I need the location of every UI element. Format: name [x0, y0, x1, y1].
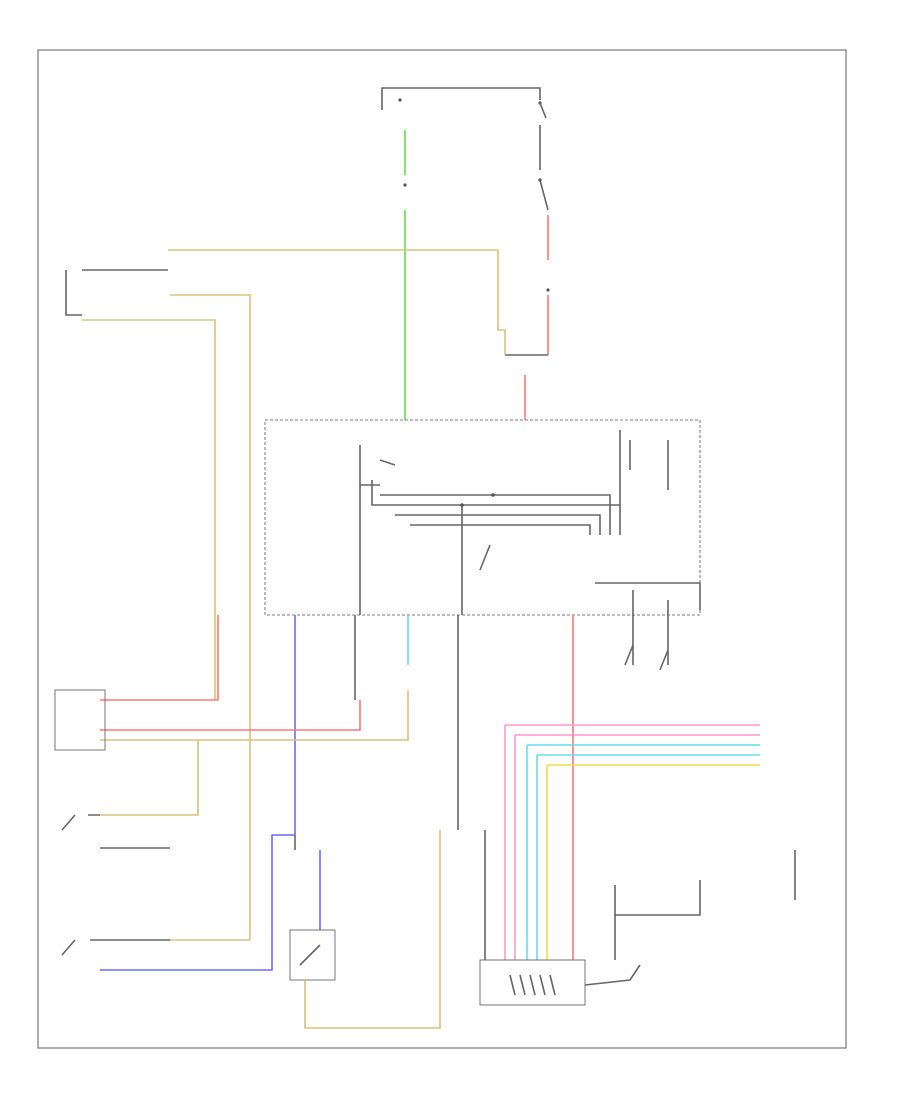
module-internals — [359, 430, 669, 615]
hot-at-all-times-block — [381, 87, 542, 110]
starter-cut-relay-block — [289, 830, 441, 1029]
ignition-switch-block — [539, 102, 547, 119]
starter-relay-top-contact — [539, 179, 549, 211]
starter-block — [584, 964, 641, 986]
pcm-connector-block — [479, 830, 586, 1006]
tr-range-switch-block — [614, 880, 701, 960]
wire-tan-left-1 — [82, 319, 216, 700]
wire-pink-bus — [504, 724, 760, 960]
diagram-frame — [37, 49, 847, 1049]
control-module-box — [264, 419, 701, 616]
wire-red-eps-2 — [100, 700, 361, 731]
eps-box — [54, 689, 106, 751]
horn-switch-block — [61, 834, 295, 971]
wire-pink-bus-2 — [514, 734, 760, 960]
left-top-switch — [65, 269, 168, 316]
brake-switch-block — [61, 740, 199, 831]
clutch-switch-block — [595, 582, 701, 671]
wire-cyan-bus-2 — [536, 754, 760, 960]
wire-tan-module — [100, 690, 409, 741]
wire-yellow-bus — [546, 764, 760, 960]
wire-tan-top — [168, 249, 506, 355]
wire-tan-left-2 — [170, 294, 251, 940]
wire-red-eps — [100, 615, 219, 701]
wire-cyan-bus — [526, 744, 760, 960]
